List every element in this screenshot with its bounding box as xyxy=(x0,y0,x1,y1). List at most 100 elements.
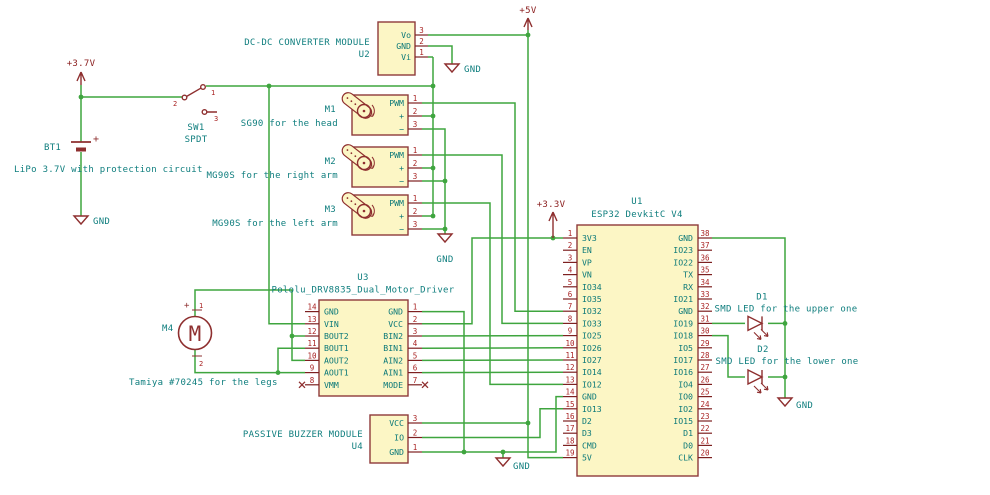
pin-name: GND xyxy=(389,447,404,457)
pin-number: 6 xyxy=(568,290,573,299)
pin-number: 35 xyxy=(700,266,709,275)
pin-number: 2 xyxy=(568,241,573,250)
pin-number: 5 xyxy=(568,278,573,287)
pin-number: 20 xyxy=(700,449,710,458)
pin-number: 18 xyxy=(565,436,575,445)
led-ref: D1 xyxy=(756,292,767,302)
pin-name: VMM xyxy=(324,380,339,390)
pin-number: 2 xyxy=(413,159,418,168)
pin-name: PWM xyxy=(389,198,404,208)
net-m2-pwm xyxy=(422,154,563,325)
pin-number: 34 xyxy=(700,278,710,287)
battery-plus-sign: + xyxy=(93,134,99,145)
pin-name: IO19 xyxy=(673,318,693,328)
pin-number: 4 xyxy=(413,339,418,348)
pin-number: 5 xyxy=(413,351,418,360)
gnd-label: GND xyxy=(93,217,110,227)
pin-number: 2 xyxy=(413,107,418,116)
servo-horn-icon xyxy=(341,92,375,119)
servo-horn-icon xyxy=(341,192,375,219)
switch-pin3-number: 3 xyxy=(214,115,218,123)
pin-name: Vo xyxy=(401,30,411,40)
motor-pin2-number: 2 xyxy=(199,360,203,368)
pin-name: − xyxy=(399,124,404,134)
pin-name: IO22 xyxy=(673,257,693,267)
gnd-symbol-u2: GND xyxy=(443,63,481,75)
pin-number: 8 xyxy=(568,314,573,323)
pin-name: 5V xyxy=(582,453,592,463)
pin-name: VP xyxy=(582,257,592,267)
pin-name: PWM xyxy=(389,98,404,108)
pin-number: 3 xyxy=(413,414,418,423)
pin-number: 3 xyxy=(413,172,418,181)
pin-number: 13 xyxy=(307,315,316,324)
pin-number: 37 xyxy=(700,241,709,250)
pin-number: 1 xyxy=(413,443,418,452)
net-battery xyxy=(80,85,182,216)
net-motor xyxy=(194,289,305,374)
pin-number: 25 xyxy=(700,388,709,397)
net-5v xyxy=(428,30,563,459)
gnd-label: GND xyxy=(513,462,530,472)
pin-name: IO16 xyxy=(673,367,693,377)
pin-number: 9 xyxy=(568,327,573,336)
pin-name: IO32 xyxy=(582,306,602,316)
pin-number: 3 xyxy=(413,120,418,129)
pin-name: BOUT1 xyxy=(324,343,349,353)
net-u3-u1-signals xyxy=(421,334,564,374)
pin-number: 3 xyxy=(568,253,573,262)
pin-number: 14 xyxy=(307,303,317,312)
pin-name: IO5 xyxy=(678,343,693,353)
pin-name: VIN xyxy=(324,319,339,329)
pin-name: TX xyxy=(683,270,693,280)
pin-number: 15 xyxy=(565,400,574,409)
net-u4-io xyxy=(422,408,563,439)
pin-name: VCC xyxy=(389,418,404,428)
pin-number: 36 xyxy=(700,253,710,262)
switch-pin2-number: 2 xyxy=(173,100,177,108)
pin-number: 23 xyxy=(700,412,709,421)
pin-name: IO27 xyxy=(582,355,602,365)
pin-number: 10 xyxy=(307,351,317,360)
pin-number: 7 xyxy=(568,302,573,311)
pin-name: IO15 xyxy=(673,416,693,426)
pin-name: CMD xyxy=(582,440,597,450)
pin-number: 33 xyxy=(700,290,709,299)
pin-number: 1 xyxy=(413,94,418,103)
pin-name: IO14 xyxy=(582,367,602,377)
battery-bt1: + BT1 LiPo 3.7V with protection circuit xyxy=(14,134,202,175)
pin-number: 14 xyxy=(565,388,575,397)
power-flag-3v3: +3.3V xyxy=(537,200,565,238)
pin-name: GND xyxy=(388,307,403,317)
pin-number: 1 xyxy=(413,194,418,203)
pin-number: 30 xyxy=(700,327,710,336)
wires xyxy=(80,30,786,459)
pin-name: − xyxy=(399,176,404,186)
servo-ref: M3 xyxy=(325,205,336,215)
net-u2-gnd xyxy=(428,45,453,64)
pin-number: 19 xyxy=(565,449,574,458)
pin-number: 22 xyxy=(700,424,709,433)
gnd-label: GND xyxy=(796,401,813,411)
pin-number: 12 xyxy=(565,363,574,372)
pin-name: IO0 xyxy=(678,392,693,402)
junction-dots xyxy=(78,32,788,455)
pin-name: IO xyxy=(394,433,404,443)
pin-name: BIN2 xyxy=(383,331,403,341)
gnd-symbol-servos: GND xyxy=(436,233,454,265)
pin-name: + xyxy=(399,111,404,121)
u1-right-pin-column: 38GND37IO2336IO2235TX34RX33IO2132GND31IO… xyxy=(673,229,712,463)
led-desc: SMD LED for the lower one xyxy=(716,357,859,367)
servo-ref: M1 xyxy=(325,105,336,115)
